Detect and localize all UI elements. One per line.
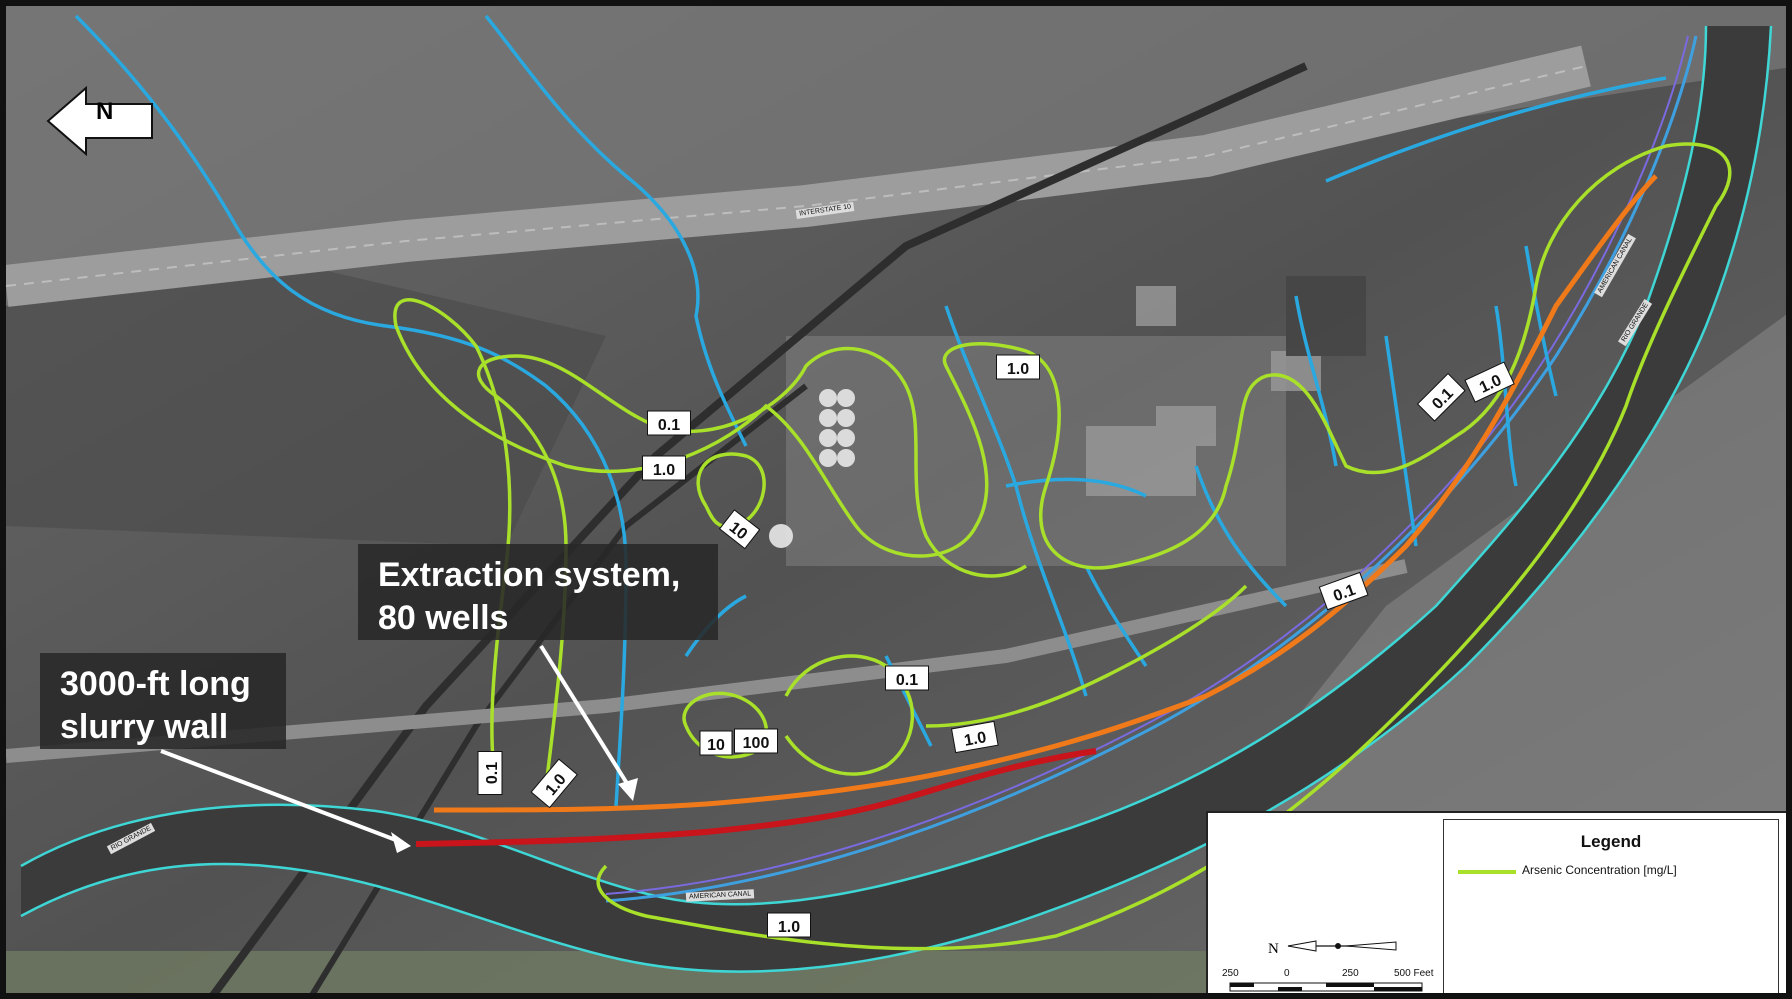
drainage-line-branch-6	[1194, 465, 1288, 608]
rio-grande-river	[21, 26, 1771, 972]
contour-label-box	[1318, 571, 1369, 611]
contour-label-box	[1464, 361, 1515, 403]
drainage-line-branch-5	[1524, 245, 1558, 397]
contour-value-label: 1.0	[530, 758, 578, 809]
contour-label-box	[950, 720, 999, 754]
contour-label-text: 0.1	[896, 672, 918, 689]
contour-value-label: 1.0	[642, 455, 686, 481]
dark-terrain-area	[6, 266, 606, 546]
contour-value-label: 1.0	[767, 912, 811, 938]
contour-value-label: 100	[734, 728, 778, 754]
scale-tick-250: 250	[1342, 968, 1359, 979]
slurry-callout-line-1: 3000-ft long	[60, 665, 251, 703]
drainage-line-central	[944, 305, 1088, 697]
slurry-callout-line-2: slurry wall	[60, 708, 229, 746]
legend-arsenic-label: Arsenic Concentration [mg/L]	[1522, 863, 1677, 877]
contour-label-box	[767, 912, 811, 938]
contour-label-text: 1.0	[963, 729, 988, 750]
contour-label-box	[885, 665, 929, 691]
storage-tanks	[769, 389, 855, 548]
legend-box: Legend Arsenic Concentration [mg/L]	[1443, 819, 1779, 993]
arsenic-contour-0-1-outer	[393, 142, 1732, 951]
american-canal	[605, 35, 1698, 903]
scale-north-arrow-icon	[1287, 940, 1397, 952]
contour-label-text: 1.0	[1007, 361, 1029, 378]
contour-label-text: 1.0	[653, 462, 675, 479]
extraction-callout-line-2: 80 wells	[378, 599, 509, 637]
contour-label-box	[699, 730, 733, 756]
contour-value-label: 0.1	[1318, 571, 1369, 611]
extraction-callout-line-1: Extraction system,	[378, 556, 681, 594]
scale-tick-0: 0	[1284, 968, 1290, 979]
contour-label-box	[718, 509, 761, 550]
scale-tick-500-feet: 500 Feet	[1394, 968, 1434, 979]
drainage-line-north	[484, 14, 748, 447]
drainage-line-branch-7	[1084, 565, 1148, 667]
arsenic-contour-10	[696, 452, 766, 529]
contour-value-label: 0.1	[1416, 372, 1466, 422]
contour-value-label: 10	[699, 730, 733, 756]
contour-label-text: 10	[707, 737, 725, 754]
contour-value-label: 0.1	[885, 665, 929, 691]
north-arrow-icon	[46, 86, 153, 156]
legend-title: Legend	[1580, 832, 1642, 851]
scale-north-label: N	[1268, 941, 1279, 957]
scale-tick-250-left: 250	[1222, 968, 1239, 979]
extraction-system-line	[433, 174, 1658, 813]
contour-value-label: 1.0	[950, 720, 999, 754]
slurry-arrowhead	[391, 832, 411, 853]
river-outline-south	[20, 25, 1773, 973]
contour-label-text: 0.1	[484, 762, 501, 784]
drainage-line-branch-1	[1005, 477, 1147, 498]
drainage-line-branch-2	[1294, 295, 1338, 467]
contour-label-box	[1416, 372, 1466, 422]
contour-label-text: 0.1	[1331, 582, 1358, 606]
contour-value-label: 1.0	[1464, 361, 1515, 403]
legend-arsenic-swatch	[1458, 870, 1516, 874]
extraction-arrowhead	[618, 778, 638, 801]
contour-label-box	[996, 354, 1040, 380]
contour-value-label: 1.0	[996, 354, 1040, 380]
highway-lower	[6, 559, 1408, 763]
extraction-callout-arrow	[539, 644, 635, 795]
contour-label-text: 1.0	[778, 919, 800, 936]
contour-label-box	[734, 728, 778, 754]
interstate-10-lane-marking	[6, 65, 1587, 287]
contour-label-box	[642, 455, 686, 481]
north-label: N	[96, 98, 114, 125]
contour-value-label: 0.1	[647, 410, 691, 436]
arsenic-contour-1-0-south	[925, 584, 1248, 728]
drainage-line-northeast	[1325, 76, 1667, 183]
contour-label-box	[530, 758, 578, 809]
slurry-wall-callout: 3000-ft long slurry wall	[40, 653, 286, 749]
contour-label-box	[477, 751, 503, 795]
slurry-wall-line	[415, 748, 1097, 847]
contour-label-text: 100	[743, 735, 770, 752]
contour-label-text: 0.1	[658, 417, 680, 434]
extraction-system-callout: Extraction system, 80 wells	[358, 544, 718, 640]
arsenic-contour-10-south	[784, 654, 914, 776]
contour-label-box	[647, 410, 691, 436]
slurry-callout-arrow	[160, 749, 402, 844]
scale-bar-icon	[1229, 982, 1423, 992]
contour-value-label: 0.1	[477, 751, 503, 795]
drainage-line-branch-3	[1384, 335, 1418, 547]
